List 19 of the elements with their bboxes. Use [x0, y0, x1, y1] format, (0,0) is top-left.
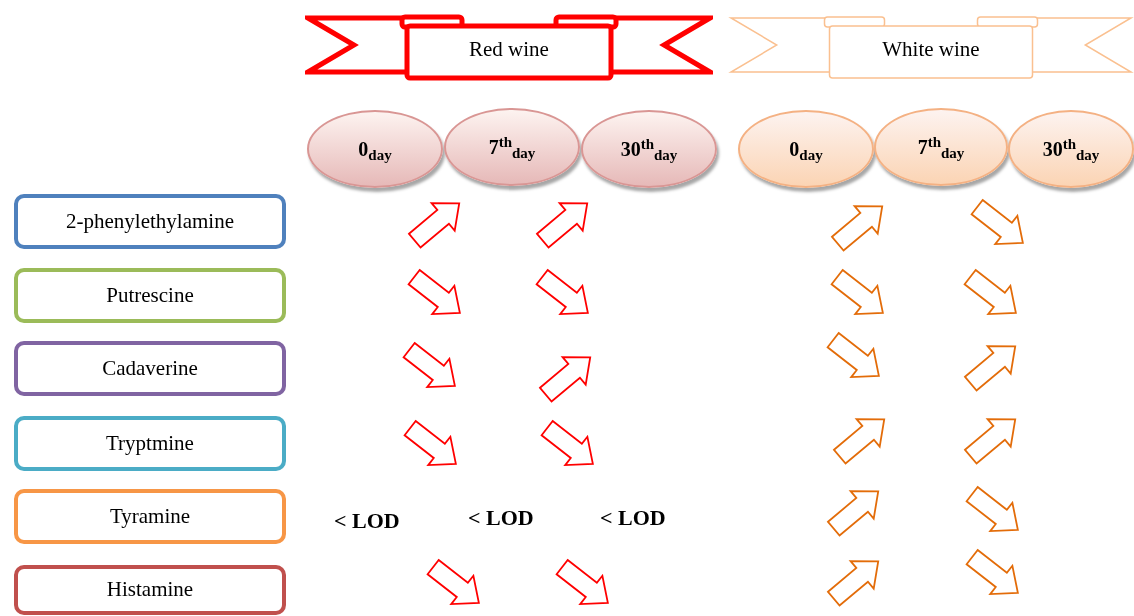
- day-label: 0$_{day}$: [358, 137, 392, 164]
- lod-label: < LOD: [334, 507, 400, 535]
- amine-box: [14, 341, 286, 396]
- amine-box: [14, 489, 286, 544]
- banner-title: White wine: [882, 36, 980, 64]
- lod-label: < LOD: [600, 504, 666, 532]
- banner-title: Red wine: [469, 36, 549, 64]
- amine-label: Tryptmine: [106, 429, 194, 457]
- amine-box: [14, 268, 286, 323]
- amine-box: [14, 565, 286, 615]
- amine-label: Cadaverine: [102, 354, 198, 382]
- amine-label: Putrescine: [106, 281, 194, 309]
- amine-box: [14, 416, 286, 471]
- amine-label: Histamine: [106, 576, 194, 604]
- amine-box: [14, 194, 286, 249]
- lod-label: < LOD: [468, 504, 534, 532]
- amine-label: Tyramine: [109, 502, 191, 530]
- day-label: 0$_{day}$: [789, 137, 823, 164]
- amine-label: 2-phenylethylamine: [66, 207, 234, 235]
